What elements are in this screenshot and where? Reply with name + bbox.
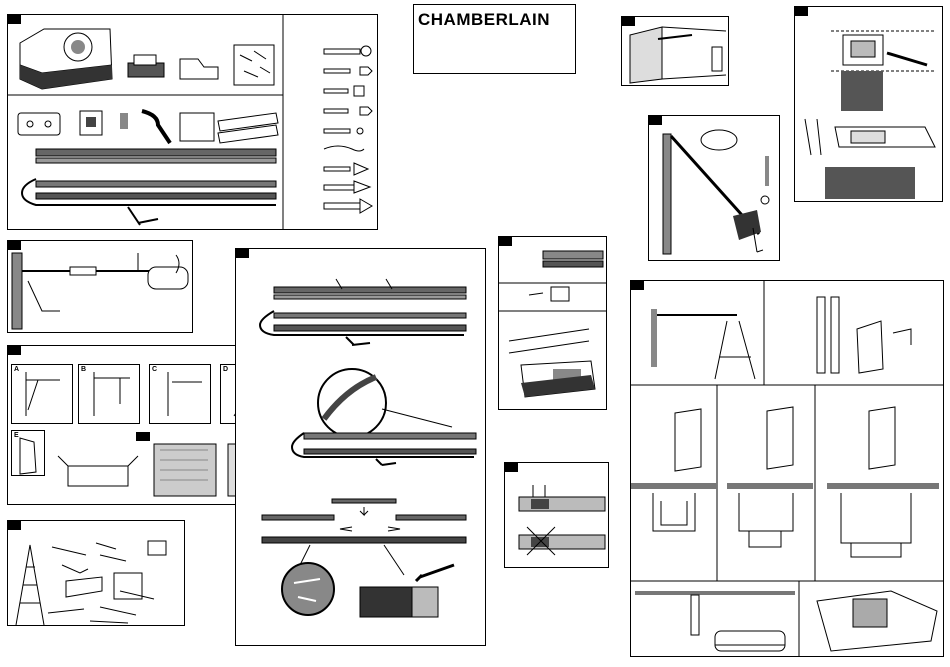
tools-illustration — [8, 521, 185, 626]
garage-interior-panel — [621, 16, 729, 86]
door-arm-panel — [648, 115, 780, 261]
trolley-assembly-panel — [498, 236, 607, 410]
garage-interior-illustration — [622, 17, 729, 86]
trolley-assembly-illustration — [499, 237, 607, 410]
tools-panel — [7, 520, 185, 626]
brand-cover-panel: CHAMBERLAIN — [413, 4, 576, 74]
header-bracket-panel — [794, 6, 943, 202]
parts-inventory-panel — [7, 14, 378, 230]
header-bracket-illustration — [795, 7, 943, 202]
chain-tension-panel — [504, 462, 609, 568]
rail-assembly-panel — [235, 248, 486, 646]
door-install-overview-panel — [7, 240, 193, 333]
rail-assembly-illustration — [236, 249, 486, 646]
opener-side-view-illustration — [8, 241, 193, 333]
opener-mounting-panel — [630, 280, 944, 657]
opener-mounting-illustration — [631, 281, 944, 657]
door-arm-illustration — [649, 116, 780, 261]
chain-tension-illustration — [505, 463, 609, 568]
parts-illustration — [8, 15, 378, 230]
chamberlain-logo: CHAMBERLAIN — [418, 10, 550, 30]
